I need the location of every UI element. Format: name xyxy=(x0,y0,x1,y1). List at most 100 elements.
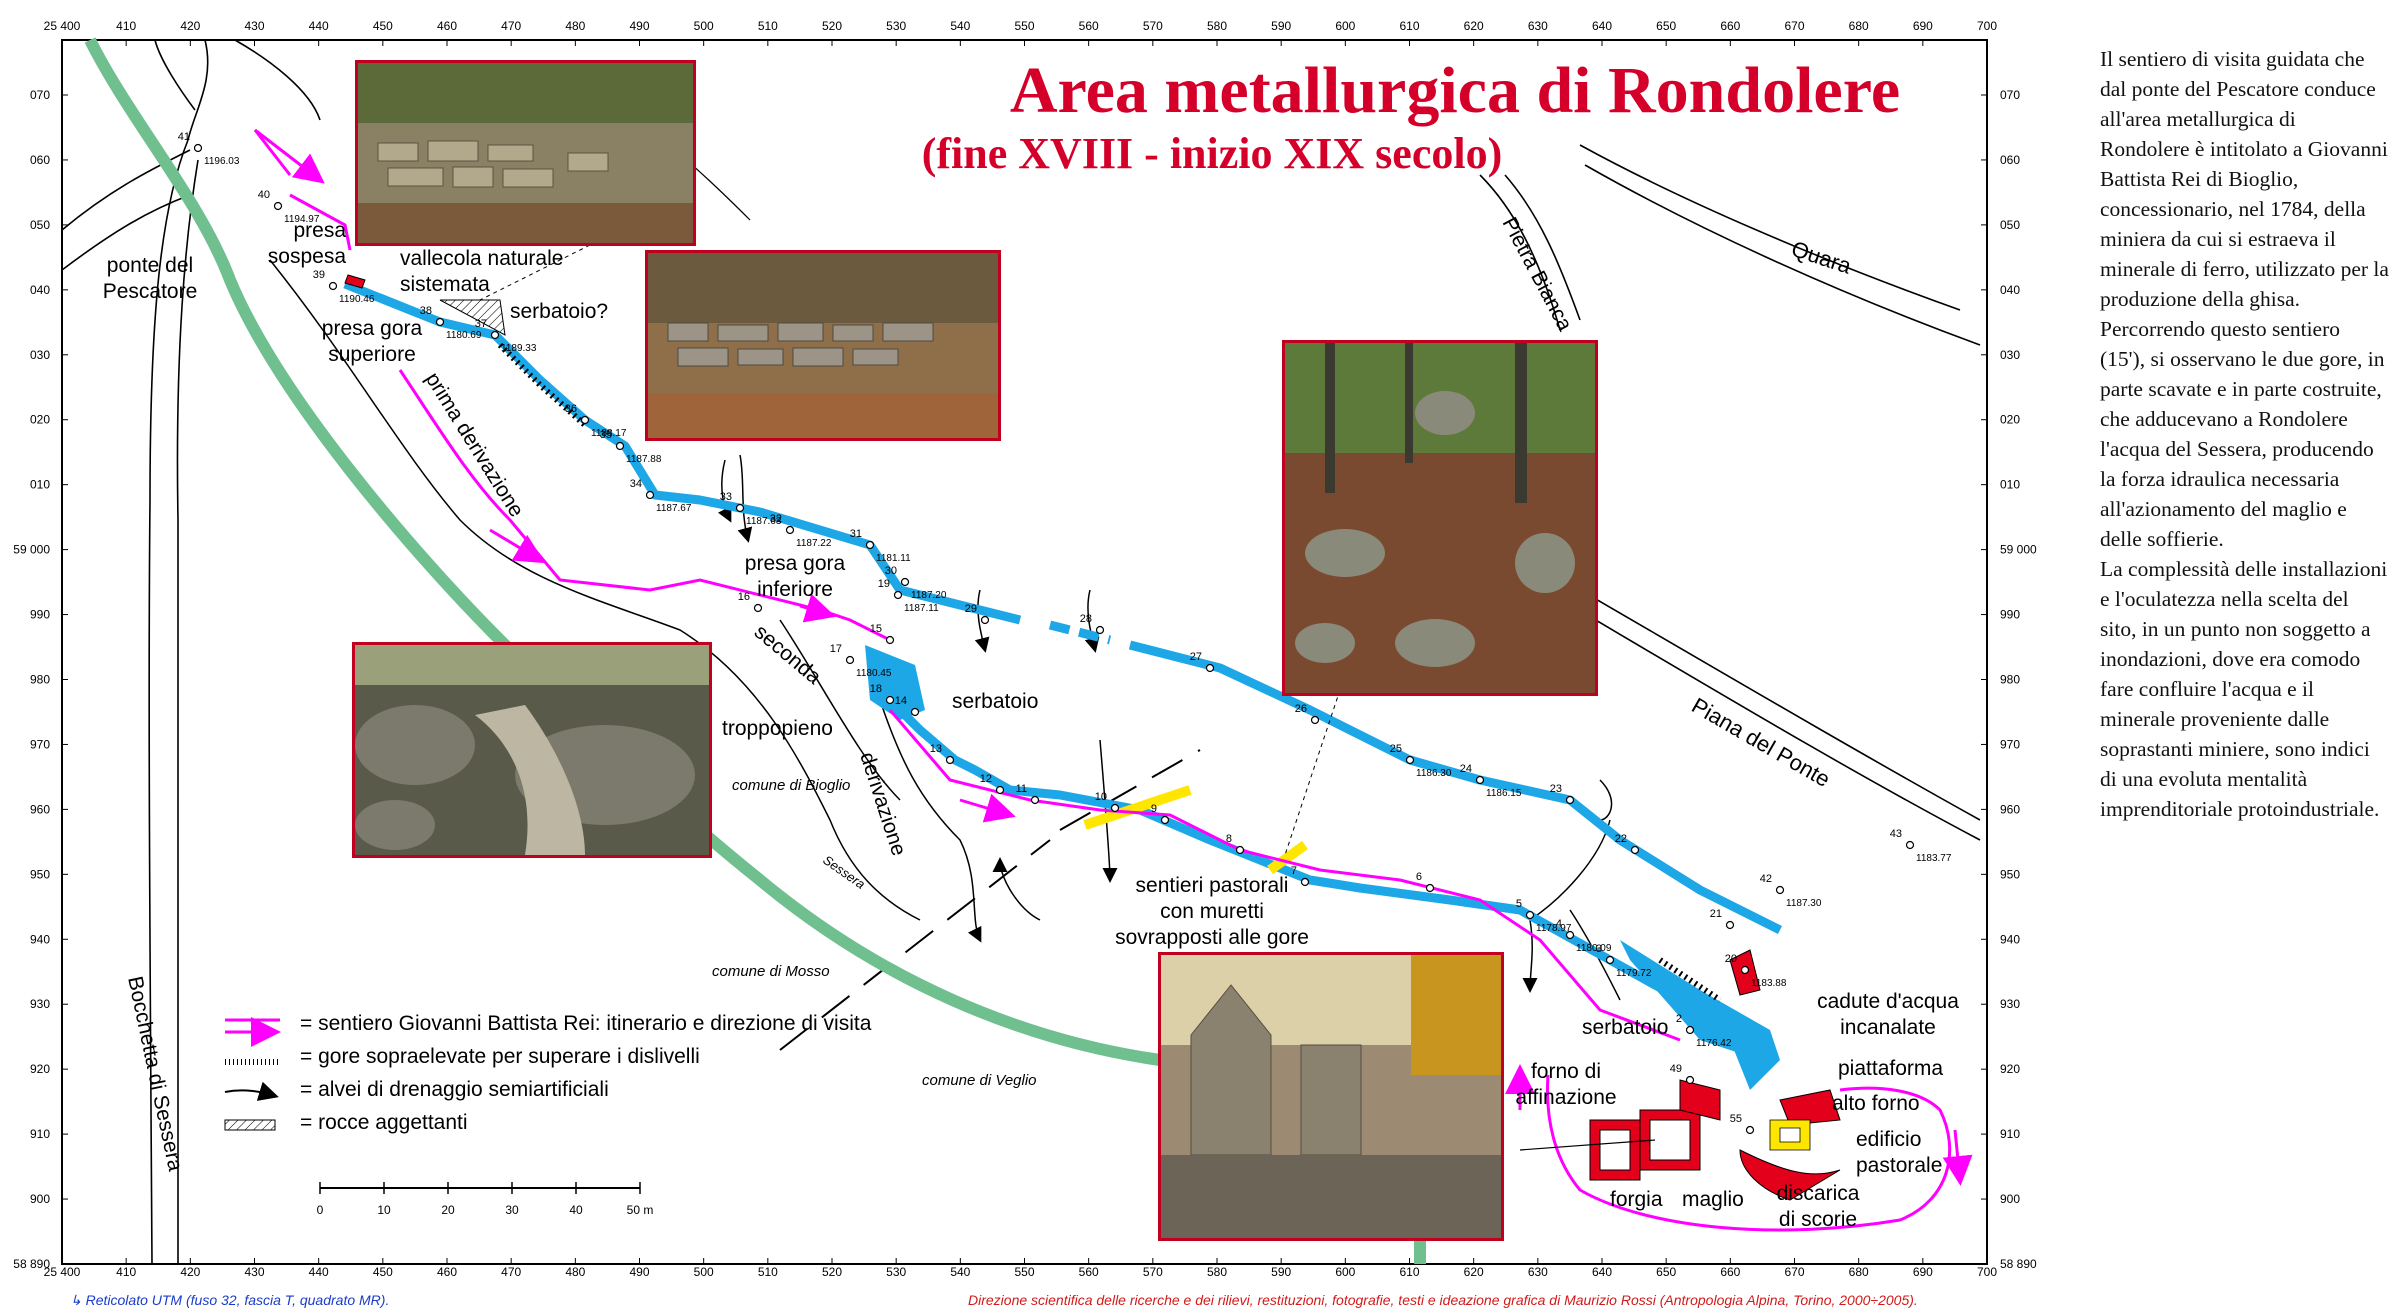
x-tick-label: 550 xyxy=(1014,1265,1034,1279)
survey-point-number: 3 xyxy=(1596,943,1602,955)
survey-point-elevation: 1176.42 xyxy=(1696,1038,1732,1049)
x-tick-label: 530 xyxy=(886,1265,906,1279)
survey-point xyxy=(1740,965,1750,975)
x-tick-label: 560 xyxy=(1079,19,1099,33)
survey-point-number: 36 xyxy=(565,403,577,415)
arrow-icon: ↳ xyxy=(70,1292,86,1308)
place-piana-del-ponte: Piana del Ponte xyxy=(1688,693,1835,792)
survey-point-number: 12 xyxy=(980,773,992,785)
survey-point-number: 5 xyxy=(1516,898,1522,910)
x-tick-label: 670 xyxy=(1784,1265,1804,1279)
x-tick-label: 600 xyxy=(1335,19,1355,33)
survey-point xyxy=(785,525,795,535)
y-tick-label: 950 xyxy=(30,867,50,881)
drainage-lines xyxy=(269,259,1621,1001)
x-tick-label: 460 xyxy=(437,19,457,33)
survey-point-number: 8 xyxy=(1226,833,1232,845)
survey-point xyxy=(900,577,910,587)
y-tick-label: 010 xyxy=(30,478,50,492)
survey-point xyxy=(753,603,763,613)
y-tick-label: 59 000 xyxy=(13,543,50,557)
x-tick-label: 440 xyxy=(309,1265,329,1279)
scale-tick-label: 30 xyxy=(505,1203,519,1217)
x-tick-label: 520 xyxy=(822,19,842,33)
survey-point xyxy=(615,441,625,451)
survey-point-number: 43 xyxy=(1890,828,1902,840)
survey-point-number: 23 xyxy=(1550,783,1562,795)
x-tick-label: 520 xyxy=(822,1265,842,1279)
survey-point-number: 22 xyxy=(1615,833,1627,845)
x-tick-label: 560 xyxy=(1079,1265,1099,1279)
gore-hatch xyxy=(497,342,1722,1003)
survey-point-number: 7 xyxy=(1291,865,1297,877)
y-tick-label: 980 xyxy=(2000,673,2020,687)
scale-tick-label: 50 m xyxy=(627,1203,654,1217)
x-tick-label: 480 xyxy=(565,19,585,33)
survey-point-elevation: 1188.17 xyxy=(591,428,627,439)
survey-point-number: 10 xyxy=(1095,791,1107,803)
survey-point-number: 26 xyxy=(1295,703,1307,715)
survey-point xyxy=(1745,1125,1755,1135)
x-tick-label: 540 xyxy=(950,19,970,33)
y-tick-label: 970 xyxy=(30,737,50,751)
x-tick-label: 630 xyxy=(1528,1265,1548,1279)
x-tick-label: 580 xyxy=(1207,1265,1227,1279)
survey-point xyxy=(1775,885,1785,895)
x-tick-label: 690 xyxy=(1913,1265,1933,1279)
survey-point xyxy=(1685,1025,1695,1035)
scale-tick-label: 0 xyxy=(317,1203,324,1217)
legend-item-text: = sentiero Giovanni Battista Rei: itiner… xyxy=(300,1012,872,1035)
description-panel: Il sentiero di visita guidata che dal po… xyxy=(2100,44,2390,824)
scale-tick-label: 40 xyxy=(569,1203,583,1217)
survey-point-elevation: 1186.30 xyxy=(1416,768,1452,779)
photo-stream xyxy=(352,642,712,858)
survey-point xyxy=(1110,803,1120,813)
x-tick-label: 500 xyxy=(694,19,714,33)
photo-link-line xyxy=(1519,1139,1656,1151)
survey-point-number: 24 xyxy=(1460,763,1472,775)
x-tick-label: 570 xyxy=(1143,1265,1163,1279)
survey-point xyxy=(1525,910,1535,920)
description-p1: Il sentiero di visita guidata che dal po… xyxy=(2100,47,2389,311)
y-tick-label: 980 xyxy=(30,673,50,687)
survey-point xyxy=(893,590,903,600)
y-tick-label: 960 xyxy=(2000,802,2020,816)
x-tick-label: 580 xyxy=(1207,19,1227,33)
survey-point xyxy=(845,655,855,665)
x-tick-label: 460 xyxy=(437,1265,457,1279)
x-tick-label: 510 xyxy=(758,1265,778,1279)
photo-forest-path xyxy=(1282,340,1598,696)
y-tick-label: 030 xyxy=(2000,348,2020,362)
survey-point-elevation: 1183.77 xyxy=(1916,853,1952,864)
survey-point xyxy=(995,785,1005,795)
x-tick-label: 600 xyxy=(1335,1265,1355,1279)
place-sessera: Sessera xyxy=(820,852,868,892)
survey-point-number: 49 xyxy=(1670,1063,1682,1075)
y-tick-label: 020 xyxy=(30,413,50,427)
survey-point xyxy=(1405,755,1415,765)
x-tick-label: 25 400 xyxy=(44,1265,81,1279)
label-serbatoio-q: serbatoio? xyxy=(510,300,608,323)
survey-point-elevation: 1180.45 xyxy=(856,668,892,679)
x-tick-label: 570 xyxy=(1143,19,1163,33)
survey-point-elevation: 1180.09 xyxy=(1576,943,1612,954)
visit-arrows xyxy=(254,128,1973,1186)
boundary-line-2 xyxy=(1059,749,1201,831)
legend-item-text: = alvei di drenaggio semiartificiali xyxy=(300,1078,609,1101)
label-troppopieno: troppopieno xyxy=(722,717,833,740)
x-tick-label: 670 xyxy=(1784,19,1804,33)
survey-point xyxy=(1235,845,1245,855)
survey-point-number: 16 xyxy=(738,591,750,603)
grid-ticks xyxy=(61,40,1988,1265)
label-derivazione: derivazione xyxy=(855,749,910,858)
survey-point xyxy=(1630,845,1640,855)
place-comune-bioglio: comune di Bioglio xyxy=(732,777,850,794)
survey-point xyxy=(1300,877,1310,887)
